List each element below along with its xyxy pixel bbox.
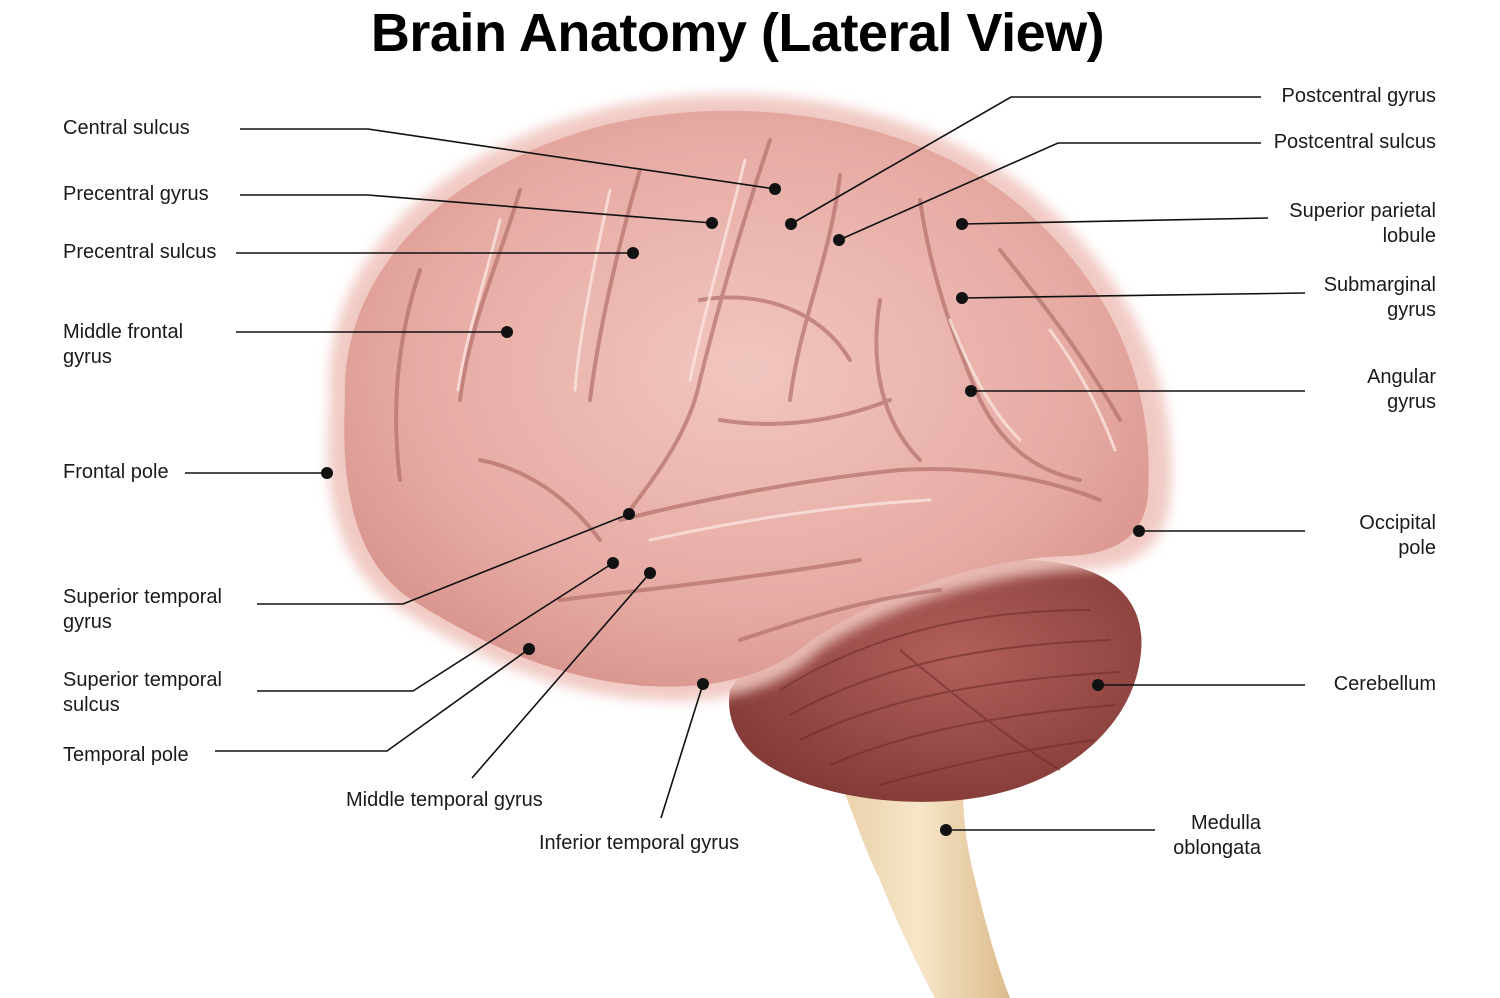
leader-temporal-pole — [215, 648, 530, 752]
leader-central-sulcus — [240, 128, 776, 190]
leader-submarginal-gyrus — [961, 292, 1306, 299]
label-angular-gyrus: Angular gyrus — [1367, 366, 1436, 413]
label-superior-parietal-lobule: Superior parietal lobule — [1289, 200, 1436, 247]
label-occipital-pole: Occipital pole — [1359, 512, 1436, 559]
cerebellum-folia — [779, 609, 1121, 786]
cerebrum-shape — [344, 110, 1149, 687]
leader-middle-temporal-gyrus — [471, 572, 651, 779]
leader-precentral-gyrus — [240, 194, 713, 224]
leader-postcentral-sulcus — [838, 142, 1261, 241]
leader-superior-parietal-lobule — [961, 217, 1269, 225]
label-submarginal-gyrus: Submarginal gyrus — [1323, 274, 1436, 321]
label-postcentral-gyrus: Postcentral gyrus — [1281, 85, 1436, 107]
brainstem-shape — [830, 760, 1010, 998]
label-frontal-pole: Frontal pole — [63, 461, 169, 483]
label-temporal-pole: Temporal pole — [63, 744, 189, 766]
label-precentral-sulcus: Precentral sulcus — [63, 241, 217, 263]
label-middle-frontal-gyrus: Middle frontal gyrus — [63, 321, 184, 368]
leader-superior-temporal-sulcus — [257, 562, 614, 692]
cortex-sulci — [394, 138, 1122, 642]
label-cerebellum: Cerebellum — [1333, 673, 1436, 695]
label-medulla-oblongata: Medulla oblongata — [1173, 812, 1261, 859]
leader-dots — [321, 183, 1145, 836]
page-title: Brain Anatomy (Lateral View) — [370, 3, 1105, 63]
leader-lines — [185, 96, 1306, 831]
label-middle-temporal-gyrus: Middle temporal gyrus — [346, 789, 543, 811]
label-central-sulcus: Central sulcus — [63, 117, 190, 139]
leader-inferior-temporal-gyrus — [660, 683, 704, 819]
label-superior-temporal-gyrus: Superior temporal gyrus — [63, 586, 222, 633]
leader-superior-temporal-gyrus — [257, 513, 630, 605]
label-superior-temporal-sulcus: Superior temporal sulcus — [63, 669, 222, 716]
leader-postcentral-gyrus — [790, 96, 1261, 225]
label-postcentral-sulcus: Postcentral sulcus — [1273, 131, 1436, 153]
label-precentral-gyrus: Precentral gyrus — [63, 183, 209, 205]
cortex-highlights — [456, 158, 1117, 542]
label-inferior-temporal-gyrus: Inferior temporal gyrus — [539, 832, 740, 854]
